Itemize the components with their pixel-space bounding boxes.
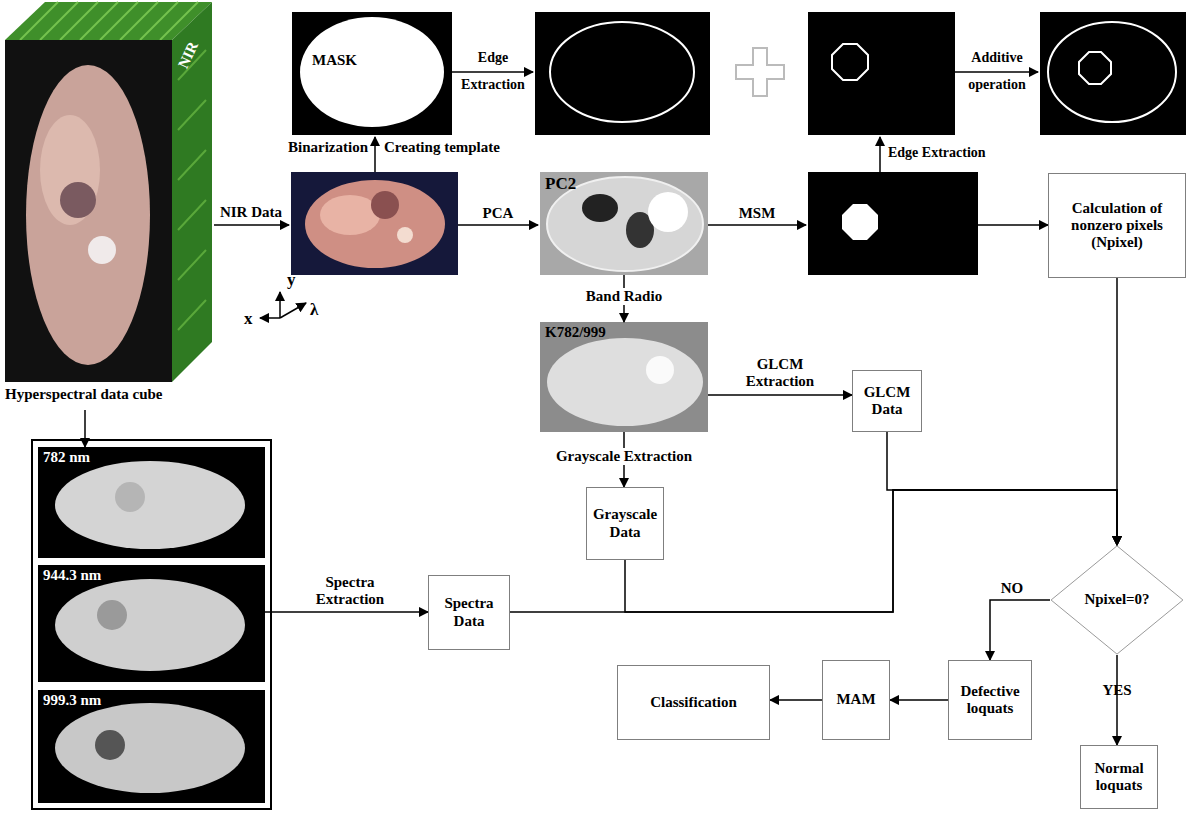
text-holder: Grayscale Data — [587, 488, 663, 559]
data-cube — [5, 2, 212, 382]
edge-label: YES — [1102, 682, 1131, 699]
band-images — [32, 440, 271, 809]
connector-arrow — [990, 600, 1050, 660]
text-holder: Classification — [618, 666, 769, 739]
result-box: Defective loquats — [948, 660, 1032, 740]
axis-label: y — [287, 270, 296, 290]
image-label: PC2 — [545, 174, 576, 194]
rgb-image — [291, 172, 458, 275]
image-label: MASK — [312, 52, 357, 69]
image-label: 782 nm — [43, 449, 90, 466]
axes — [260, 292, 306, 318]
data-cube: NIR Hyperspectral data cube — [3, 0, 215, 410]
edge-image — [535, 12, 710, 135]
node-text: Calculation of nonzero pixels (Npixel) — [1052, 200, 1182, 252]
edge-label: NO — [1001, 580, 1024, 597]
node-text: GLCM Data — [856, 384, 918, 419]
step-label: operation — [968, 77, 1026, 93]
connector-arrow — [770, 699, 822, 701]
process-box: MAM — [822, 660, 890, 740]
step-label: Edge — [478, 50, 508, 66]
msm-image — [808, 172, 978, 275]
mask-image — [292, 12, 452, 135]
result-box: Normal loquats — [1080, 745, 1158, 809]
connector-arrow — [84, 410, 86, 447]
band-image: 999.3 nm — [38, 690, 265, 803]
node-text: Npixel=0? — [1084, 591, 1149, 608]
step-label: Edge Extraction — [888, 145, 986, 161]
step-label: Extraction — [461, 77, 525, 93]
node-text: Normal loquats — [1084, 760, 1154, 795]
text-holder: GLCM Data — [853, 371, 921, 431]
image-label: 944.3 nm — [43, 567, 101, 584]
connector-arrow — [625, 490, 1117, 612]
process-box: Calculation of nonzero pixels (Npixel) — [1048, 173, 1186, 278]
diamond-shape — [1051, 546, 1183, 654]
step-label: Additive — [971, 50, 1022, 66]
image-label: K782/999 — [545, 324, 606, 341]
data-box: Grayscale Data — [586, 487, 664, 560]
step-label: MSM — [739, 205, 776, 222]
text-holder: Defective loquats — [949, 661, 1031, 739]
node-text: Classification — [650, 694, 737, 711]
ratio-image: K782/999 — [540, 322, 708, 432]
edge-label: Band Radio — [584, 288, 664, 305]
step-label: Binarization — [288, 139, 368, 156]
text-holder: Spectra Data — [429, 576, 509, 649]
text-holder: Npixel=0? — [1050, 545, 1184, 655]
small-edge-image — [808, 12, 955, 135]
step-label: PCA — [483, 205, 514, 222]
text-holder: MAM — [823, 661, 889, 739]
plus-symbol — [736, 48, 784, 96]
connector-arrow — [890, 699, 948, 701]
axis-label: x — [244, 309, 253, 329]
image-label: 999.3 nm — [43, 692, 101, 709]
text-holder: Calculation of nonzero pixels (Npixel) — [1049, 174, 1185, 277]
image-label: Hyperspectral data cube — [5, 386, 162, 403]
pc2-image: PC2 — [540, 172, 708, 275]
axis-label: λ — [310, 300, 318, 320]
node-text: MAM — [836, 691, 875, 708]
mask-image: MASK — [292, 12, 452, 135]
connector-arrow — [265, 611, 428, 613]
connector-arrow — [1116, 655, 1118, 745]
edge-label: Spectra Extraction — [309, 574, 391, 609]
process-box: Classification — [617, 665, 770, 740]
step-label: Creating template — [384, 139, 500, 156]
text-holder: Normal loquats — [1081, 746, 1157, 808]
image-label: NIR — [175, 39, 202, 71]
decision-diamond: Npixel=0? — [1050, 545, 1184, 655]
step-label: NIR Data — [220, 204, 282, 221]
band-image: 782 nm — [38, 447, 265, 558]
node-text: Spectra Data — [432, 595, 506, 630]
node-text: Grayscale Data — [590, 506, 660, 541]
node-text: Defective loquats — [952, 683, 1028, 718]
connector-arrow — [708, 394, 852, 396]
edge-label: Grayscale Extraction — [554, 448, 694, 465]
data-box: Spectra Data — [428, 575, 510, 650]
ratio-image — [540, 322, 708, 432]
pc2-image — [540, 172, 708, 275]
connector-arrow — [887, 432, 1117, 545]
data-box: GLCM Data — [852, 370, 922, 432]
band-image: 944.3 nm — [38, 565, 265, 682]
result-image — [1040, 12, 1186, 135]
layout-arrows — [214, 72, 1048, 225]
edge-label: GLCM Extraction — [739, 356, 821, 391]
